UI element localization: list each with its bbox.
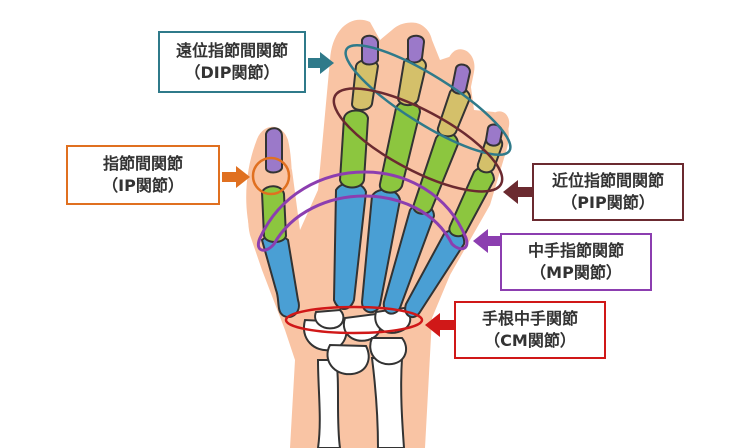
ip-label-line2: （IP関節） (102, 176, 184, 195)
mp-label-line2: （MP関節） (530, 263, 622, 282)
distal-phalanges (265, 34, 504, 174)
mp-pointer-arrow (473, 229, 502, 253)
dip-label-line1: 遠位指節間関節 (175, 41, 288, 60)
mp-joint-label: 中手指節関節 （MP関節） (500, 233, 652, 291)
pointer-arrows (222, 52, 532, 337)
pip-joint-outline (332, 87, 504, 193)
dip-joint-outline (344, 43, 512, 157)
cm-joint-label: 手根中手関節 （CM関節） (454, 301, 606, 359)
cm-label-line2: （CM関節） (484, 331, 576, 350)
pip-label-line2: （PIP関節） (561, 193, 655, 212)
ulna-bone (370, 357, 406, 448)
ip-joint-label: 指節間関節 （IP関節） (66, 145, 220, 205)
distal-ring (450, 63, 472, 95)
dip-label-line2: （DIP関節） (184, 63, 280, 82)
cm-label-line1: 手根中手関節 (481, 309, 578, 328)
distal-index (361, 34, 379, 66)
dip-joint-label: 遠位指節間関節 （DIP関節） (158, 31, 306, 93)
carpal-bone-4 (369, 337, 408, 366)
carpal-bones (303, 306, 412, 376)
proximal-index (338, 109, 370, 189)
ip-pointer-arrow (222, 166, 250, 188)
proximal-phalanges (260, 100, 496, 243)
cm-pointer-arrow (425, 313, 454, 337)
ip-label-line1: 指節間関節 (102, 154, 183, 173)
distal-little (484, 123, 504, 147)
mp-joint-outline (257, 170, 469, 252)
metacarpal-bones (260, 181, 466, 319)
radius-bone (316, 359, 342, 448)
mp-label-line1: 中手指節関節 (527, 241, 624, 260)
carpal-bone-6 (314, 308, 345, 330)
pip-pointer-arrow (503, 180, 532, 204)
distal-middle (407, 34, 426, 64)
pip-label-line1: 近位指節間関節 (551, 171, 664, 190)
forearm-bones (316, 357, 406, 448)
carpal-bone-2 (326, 343, 370, 376)
ip-joint-outline (251, 156, 291, 196)
distal-thumb (265, 127, 283, 174)
pip-joint-label: 近位指節間関節 （PIP関節） (532, 163, 684, 221)
cm-joint-outline (284, 305, 424, 335)
dip-pointer-arrow (308, 52, 334, 74)
